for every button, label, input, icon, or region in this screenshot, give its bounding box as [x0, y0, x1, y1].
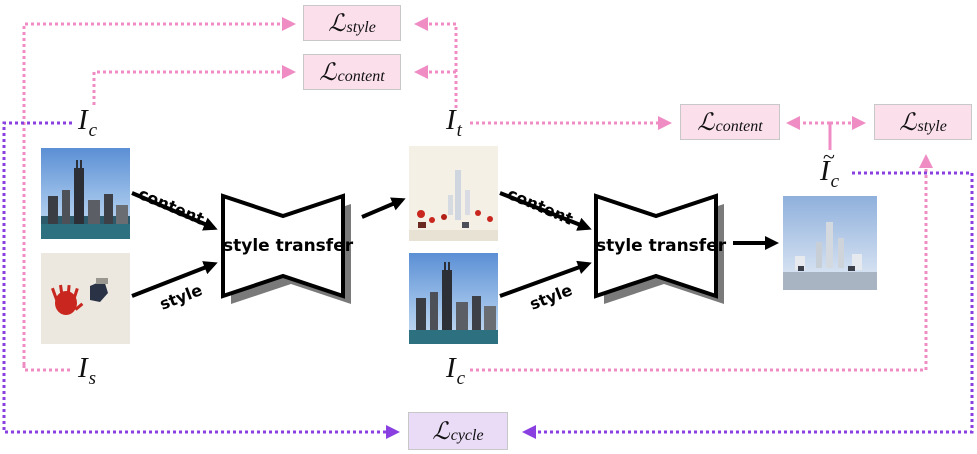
label-ic-tilde: ~Ic	[820, 146, 839, 192]
purple-connectors	[2, 121, 974, 439]
connector-icbottom-to-lstyle	[470, 154, 933, 372]
style-transfer-label-2: style transfer	[596, 236, 727, 256]
loss-subscript: style	[346, 19, 376, 36]
var-sub: s	[88, 368, 97, 389]
arrow-style-2	[499, 260, 592, 298]
loss-symbol: ℒ	[319, 59, 337, 86]
style-image	[41, 253, 130, 344]
var-sub: t	[456, 120, 462, 141]
connector-ic-to-lcycle	[2, 121, 400, 439]
loss-subscript: content	[715, 118, 763, 135]
connector-it-to-lstyle	[414, 17, 458, 108]
style-transfer-block-2	[594, 193, 724, 304]
loss-symbol: ℒ	[432, 418, 450, 445]
content-image-top	[41, 148, 130, 239]
label-it: It	[446, 104, 462, 141]
var-sub: c	[88, 120, 98, 141]
loss-subscript: cycle	[450, 427, 484, 444]
loss-symbol: ℒ	[899, 109, 917, 136]
var-sub: c	[456, 368, 466, 389]
pink-connectors-top	[22, 17, 933, 372]
var-base: I	[446, 104, 456, 136]
loss-subscript: content	[337, 68, 385, 85]
arrow-content-1	[131, 191, 218, 231]
var-base: I	[820, 155, 830, 187]
content-image-bottom	[409, 253, 498, 344]
var-base: I	[78, 104, 88, 136]
stylized-image	[409, 146, 498, 241]
connector-is-bottom	[22, 365, 72, 372]
var-sub: c	[830, 171, 840, 192]
reconstructed-image	[783, 196, 877, 290]
label-is: Is	[78, 352, 96, 389]
arrow-style-1	[131, 261, 218, 298]
label-ic-bottom: Ic	[446, 352, 465, 389]
connector-ictilde-to-lcycle	[522, 171, 974, 439]
loss-subscript: style	[917, 118, 947, 135]
var-base: I	[78, 352, 88, 384]
black-arrows	[131, 191, 779, 298]
loss-symbol: ℒ	[328, 10, 346, 37]
label-ic-top: Ic	[78, 104, 97, 141]
var-base: I	[446, 352, 456, 384]
var-tilde: ~	[823, 144, 835, 169]
connector-ic-to-lcontent	[92, 65, 296, 105]
style-transfer-label-1: style transfer	[223, 236, 354, 256]
arrow-out-1	[361, 197, 406, 219]
loss-symbol: ℒ	[697, 109, 715, 136]
style-transfer-block-1	[221, 193, 351, 304]
arrow-content-2	[499, 191, 592, 231]
